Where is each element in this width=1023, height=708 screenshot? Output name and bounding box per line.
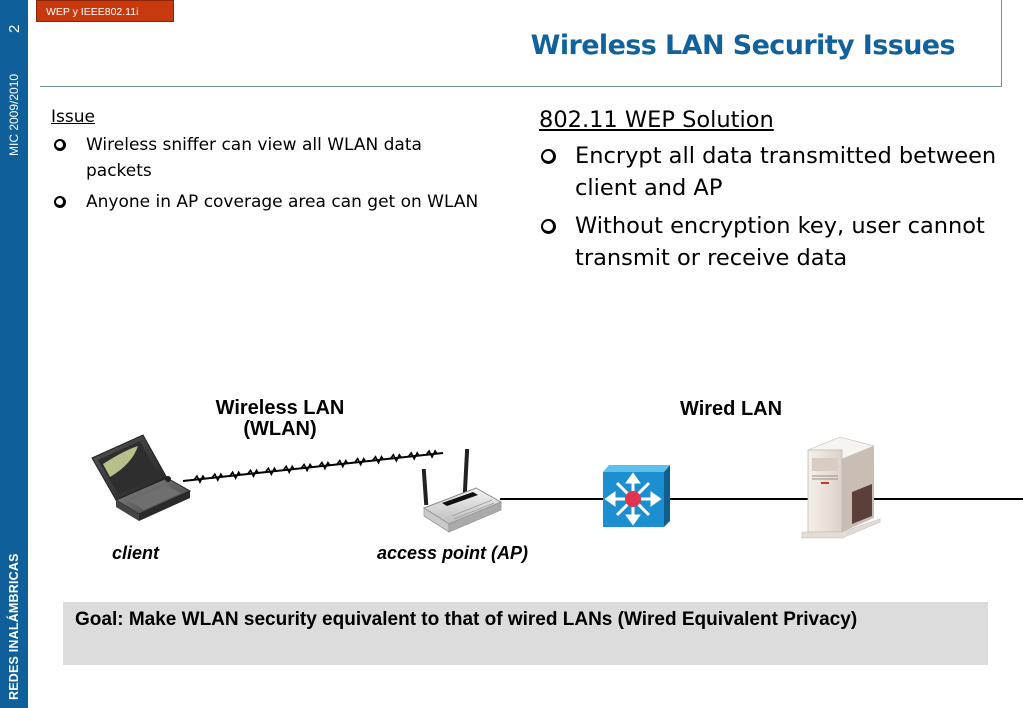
sidebar: 2 MIC 2009/2010 REDES INALÁMBRICAS <box>0 0 28 708</box>
wireless-zigzag-mark <box>211 472 224 482</box>
network-diagram: Wireless LAN (WLAN) Wired LAN client acc… <box>40 380 1023 580</box>
wired-lan-label: Wired LAN <box>680 398 783 420</box>
issue-heading: Issue <box>51 107 95 127</box>
wlan-label-line1: Wireless LAN <box>215 397 345 419</box>
list-item: Anyone in AP coverage area can get on WL… <box>51 189 491 215</box>
sidebar-footer: REDES INALÁMBRICAS <box>7 553 21 700</box>
wireless-zigzag-mark <box>264 466 278 477</box>
wireless-zigzag-mark <box>318 460 331 471</box>
list-item: Wireless sniffer can view all WLAN data … <box>51 132 491 184</box>
course-label: MIC 2009/2010 <box>7 73 21 156</box>
wireless-zigzag-mark <box>371 455 385 465</box>
slide-title: Wireless LAN Security Issues <box>530 30 956 61</box>
wireless-zigzag-mark <box>282 464 295 475</box>
bullet-text: Anyone in AP coverage area can get on WL… <box>86 192 479 212</box>
goal-banner: Goal: Make WLAN security equivalent to t… <box>63 602 988 665</box>
section-tag: WEP y IEEE802.11i <box>36 0 174 22</box>
header-box: Wireless LAN Security Issues <box>40 0 1002 87</box>
wireless-zigzag-mark <box>354 457 367 467</box>
wireless-zigzag-mark <box>407 451 420 461</box>
solution-column: 802.11 WEP Solution Encrypt all data tra… <box>539 104 999 280</box>
access-point-icon <box>421 448 503 533</box>
wireless-link-icon <box>182 449 444 484</box>
wireless-zigzag-mark <box>246 468 260 479</box>
page-number: 2 <box>6 24 23 33</box>
wlan-label-line2: (WLAN) <box>243 418 317 440</box>
bullet-circle-icon <box>541 149 556 164</box>
bullet-text: Without encryption key, user cannot tran… <box>575 213 985 271</box>
wireless-zigzag-mark <box>229 470 242 480</box>
solution-heading: 802.11 WEP Solution <box>539 107 774 133</box>
wireless-zigzag-mark <box>389 453 403 463</box>
diagram-graphics <box>91 434 1023 539</box>
server-icon <box>801 436 881 539</box>
wireless-zigzag-mark <box>425 449 438 459</box>
ap-label: access point (AP) <box>377 543 529 563</box>
client-label: client <box>112 543 160 563</box>
wlan-label: Wireless LAN (WLAN) <box>200 398 360 440</box>
laptop-icon <box>91 434 192 521</box>
wireless-zigzag-mark <box>336 459 349 469</box>
switch-icon <box>603 465 670 527</box>
bullet-circle-icon <box>54 139 66 151</box>
bullet-text: Encrypt all data transmitted between cli… <box>575 143 997 201</box>
bullet-circle-icon <box>54 196 66 208</box>
list-item: Without encryption key, user cannot tran… <box>539 210 999 274</box>
list-item: Encrypt all data transmitted between cli… <box>539 140 999 204</box>
wireless-zigzag-mark <box>193 474 206 484</box>
bullet-text: Wireless sniffer can view all WLAN data … <box>86 135 422 181</box>
bullet-circle-icon <box>541 219 556 234</box>
issue-column: Issue Wireless sniffer can view all WLAN… <box>51 104 491 220</box>
wireless-zigzag-mark <box>300 462 313 473</box>
